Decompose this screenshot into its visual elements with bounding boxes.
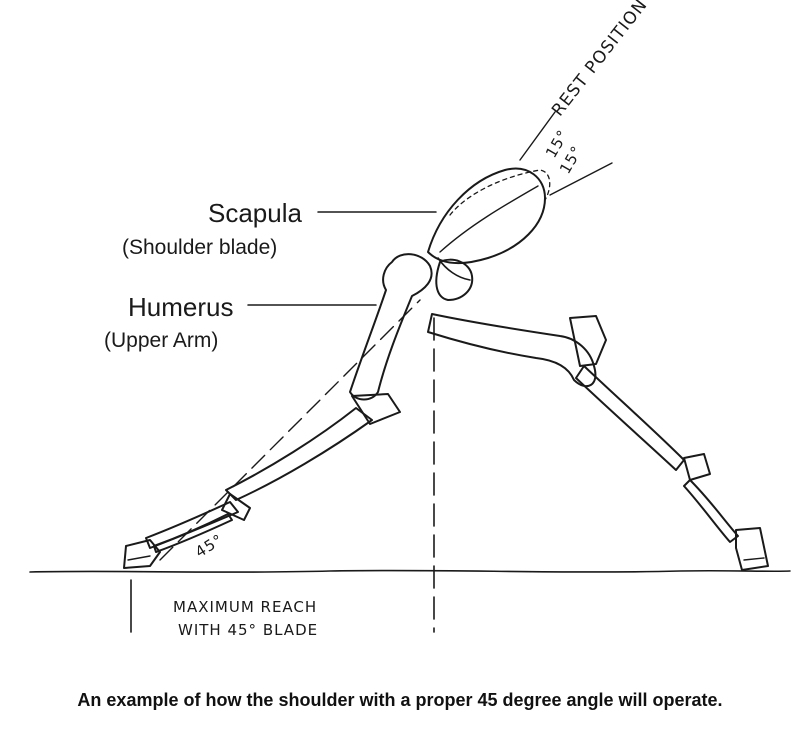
scapula-bone [427,167,551,281]
reach-angle-dashed-line [159,299,421,561]
humerus-sub-label: (Upper Arm) [104,329,219,352]
rest-tick-line-upper [519,111,556,161]
scapula-label: Scapula [208,198,302,228]
humerus-label: Humerus [128,292,234,322]
humerus-bone [349,253,474,401]
figure-caption: An example of how the shoulder with a pr… [77,690,723,710]
hindleg-bones [427,313,769,571]
max-reach-label-line2: WITH 45° BLADE [178,621,319,639]
foreleg-bones [123,393,401,569]
scapula-sub-label: (Shoulder blade) [122,236,278,259]
max-reach-label-line1: MAXIMUM REACH [173,598,318,616]
ground-line [29,569,791,573]
rest-tick-line-lower [549,162,613,196]
